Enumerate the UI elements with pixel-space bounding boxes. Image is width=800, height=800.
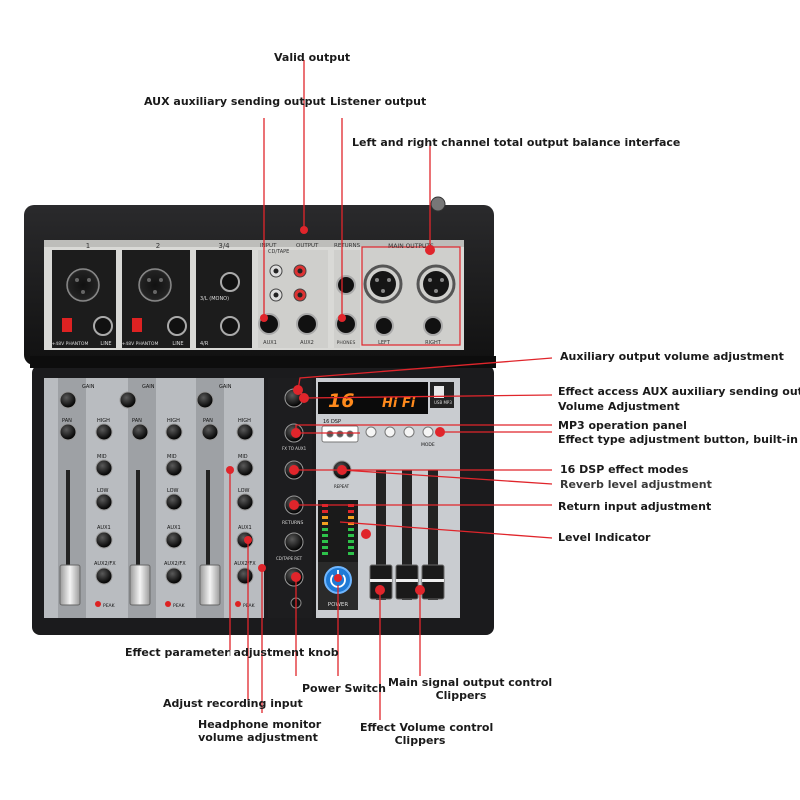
phantom-switches xyxy=(62,318,142,332)
label-level-indicator: Level Indicator xyxy=(558,531,651,544)
front-label-peak-3: PEAK xyxy=(243,603,256,609)
rear-label-ch1: 1 xyxy=(86,242,90,250)
front-label-dsp: 16 DSP xyxy=(323,419,341,425)
rear-label-left: LEFT xyxy=(378,340,391,346)
front-label-repeat: REPEAT xyxy=(334,484,350,489)
front-label-mid-3: MID xyxy=(238,454,248,460)
front-label-high-3: HIGH xyxy=(238,418,251,424)
label-headphone-monitor: Headphone monitor volume adjustment xyxy=(198,718,322,744)
callout-dots xyxy=(226,226,445,595)
front-label-cd-tape-ret: CD/TAPE RET xyxy=(276,556,303,561)
callout-connectors xyxy=(229,650,249,706)
label-main-signal-line1: Main signal output control xyxy=(388,676,553,689)
front-label-mode: MODE xyxy=(421,442,435,448)
label-return-input: Return input adjustment xyxy=(558,500,712,513)
label-headphone-line2: volume adjustment xyxy=(198,731,318,744)
front-label-aux2fx-3: AUX2/FX xyxy=(234,561,256,567)
label-main-signal-output: Main signal output control Clippers xyxy=(388,676,553,702)
rear-label-phantom-2: +48V PHANTOM xyxy=(122,341,159,347)
label-effect-type-button: Effect type adjustment button, built-in xyxy=(558,433,798,446)
rear-label-line-1: LINE xyxy=(100,341,111,347)
front-label-high-2: HIGH xyxy=(167,418,180,424)
front-label-pan-2: PAN xyxy=(132,418,142,424)
channel-knobs xyxy=(59,391,254,585)
front-label-low-2: LOW xyxy=(167,488,179,494)
rear-label-l-mono: 3/L (MONO) xyxy=(200,296,229,302)
label-effect-volume-line2: Clippers xyxy=(394,734,446,747)
front-label-usb: USB MP3 xyxy=(434,400,452,405)
xlr-main-out-left xyxy=(363,264,403,304)
front-label-aux1-3: AUX1 xyxy=(238,525,252,531)
label-valid-output: Valid output xyxy=(274,51,351,64)
label-headphone-line1: Headphone monitor xyxy=(198,718,322,731)
front-label-gain-3: GAIN xyxy=(219,384,232,390)
front-label-low-3: LOW xyxy=(238,488,250,494)
channel-faders xyxy=(59,470,221,606)
rca-sockets xyxy=(269,264,307,302)
rear-label-cd-tape: CD/TAPE xyxy=(268,249,289,255)
front-label-mid-2: MID xyxy=(167,454,177,460)
xlr-input-1 xyxy=(66,268,100,302)
rear-label-line-2: LINE xyxy=(172,341,183,347)
label-aux-sending-output: AUX auxiliary sending output xyxy=(144,95,326,108)
front-label-fx-to-aux1: FX TO AUX1 xyxy=(282,446,307,451)
front-label-aux1-2: AUX1 xyxy=(167,525,181,531)
display-number: 16 xyxy=(328,390,354,412)
label-balance-interface: Left and right channel total output bala… xyxy=(352,136,681,149)
rear-label-phantom-1: +48V PHANTOM xyxy=(52,341,89,347)
main-faders xyxy=(369,470,445,600)
front-label-high-1: HIGH xyxy=(97,418,110,424)
front-label-pan-1: PAN xyxy=(62,418,72,424)
label-adjust-recording-input: Adjust recording input xyxy=(163,697,303,710)
front-label-returns: RETURNS xyxy=(282,520,304,526)
label-effect-volume-line1: Effect Volume control xyxy=(360,721,494,734)
rear-label-ch2: 2 xyxy=(156,242,160,250)
rear-label-ch34: 3/4 xyxy=(218,242,230,250)
front-label-low-1: LOW xyxy=(97,488,109,494)
front-label-gain-2: GAIN xyxy=(142,384,155,390)
rear-label-r4: 4/R xyxy=(200,341,209,347)
front-label-gain-1: GAIN xyxy=(82,384,95,390)
peak-leds xyxy=(95,601,241,607)
label-power-switch: Power Switch xyxy=(302,682,386,695)
label-effect-param-knob: Effect parameter adjustment knob xyxy=(125,646,339,659)
front-label-aux2fx-2: AUX2/FX xyxy=(164,561,186,567)
label-listener-output: Listener output xyxy=(330,95,427,108)
rear-label-aux2: AUX2 xyxy=(300,340,314,346)
xlr-input-2 xyxy=(138,268,172,302)
front-label-aux2fx-1: AUX2/FX xyxy=(94,561,116,567)
front-label-mid-1: MID xyxy=(97,454,107,460)
rear-label-right: RIGHT xyxy=(425,340,442,346)
label-aux-output-volume: Auxiliary output volume adjustment xyxy=(560,350,784,363)
front-label-pan-3: PAN xyxy=(203,418,213,424)
front-label-peak-2: PEAK xyxy=(173,603,186,609)
rear-label-input: INPUT xyxy=(260,243,277,249)
display-text: Hi Fi xyxy=(382,396,416,411)
xlr-main-out-right xyxy=(416,264,456,304)
rear-label-aux1: AUX1 xyxy=(263,340,277,346)
front-label-aux1-1: AUX1 xyxy=(97,525,111,531)
label-main-signal-line2: Clippers xyxy=(435,689,487,702)
label-dsp-modes: 16 DSP effect modes xyxy=(560,463,689,476)
label-effect-volume-control: Effect Volume control Clippers xyxy=(360,721,494,747)
mp3-buttons xyxy=(321,425,434,443)
front-label-peak-1: PEAK xyxy=(103,603,116,609)
rear-label-returns: RETURNS xyxy=(334,243,361,249)
rear-label-phones: PHONES xyxy=(337,340,356,346)
level-meter xyxy=(318,500,358,562)
label-effect-access-aux: Effect access AUX auxiliary sending outp… xyxy=(558,385,800,398)
rear-label-output: OUTPUT xyxy=(296,243,319,249)
label-reverb-level: Reverb level adjustment xyxy=(560,478,712,491)
rear-label-main-outputs: MAIN OUTPUTS xyxy=(388,243,434,250)
label-volume-adjustment: Volume Adjustment xyxy=(558,400,680,413)
label-mp3-panel: MP3 operation panel xyxy=(558,419,687,432)
